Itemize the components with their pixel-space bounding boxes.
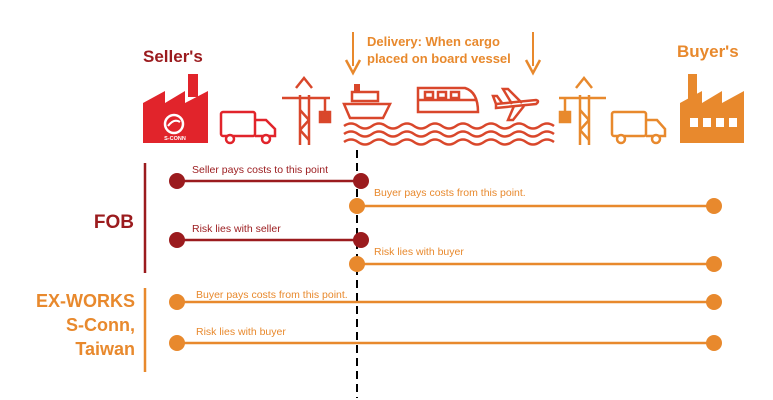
line-label: Risk lies with buyer [196,326,286,338]
truck-icon [610,110,667,145]
fob-label: FOB [93,212,134,233]
exw-buyer-costs-line [169,294,722,310]
seller-title: Seller's [143,47,203,66]
exworks-label-line: Taiwan [75,339,135,359]
crane-icon [282,75,332,145]
buyer-title: Buyer's [677,42,739,61]
fob-seller-costs-line [169,173,369,189]
airplane-icon [491,87,540,122]
delivery-note: Delivery: When cargo placed on board ves… [367,34,511,66]
factory-icon: S-CONN [143,74,208,143]
exworks-label: EX-WORKS S-Conn, Taiwan [2,289,135,361]
line-label: Seller pays costs to this point [192,164,328,176]
train-icon [416,86,480,114]
arrow-down-icon [344,32,362,76]
ship-icon [342,84,393,120]
truck-icon [219,110,277,145]
factory-icon [680,74,744,143]
exworks-label-line: EX-WORKS [36,291,135,311]
exw-buyer-risk-line [169,335,722,351]
waves [343,122,555,146]
line-label: Risk lies with seller [192,223,281,235]
fob-buyer-costs-line [349,198,722,214]
fob-buyer-risk-line [349,256,722,272]
crane-icon [558,75,606,145]
fob-seller-risk-line [169,232,369,248]
line-label: Risk lies with buyer [374,246,464,258]
line-label: Buyer pays costs from this point. [196,289,348,301]
arrow-down-icon [524,32,542,76]
seller-logo-text: S-CONN [164,136,186,142]
exworks-label-line: S-Conn, [66,315,135,335]
line-label: Buyer pays costs from this point. [374,187,526,199]
